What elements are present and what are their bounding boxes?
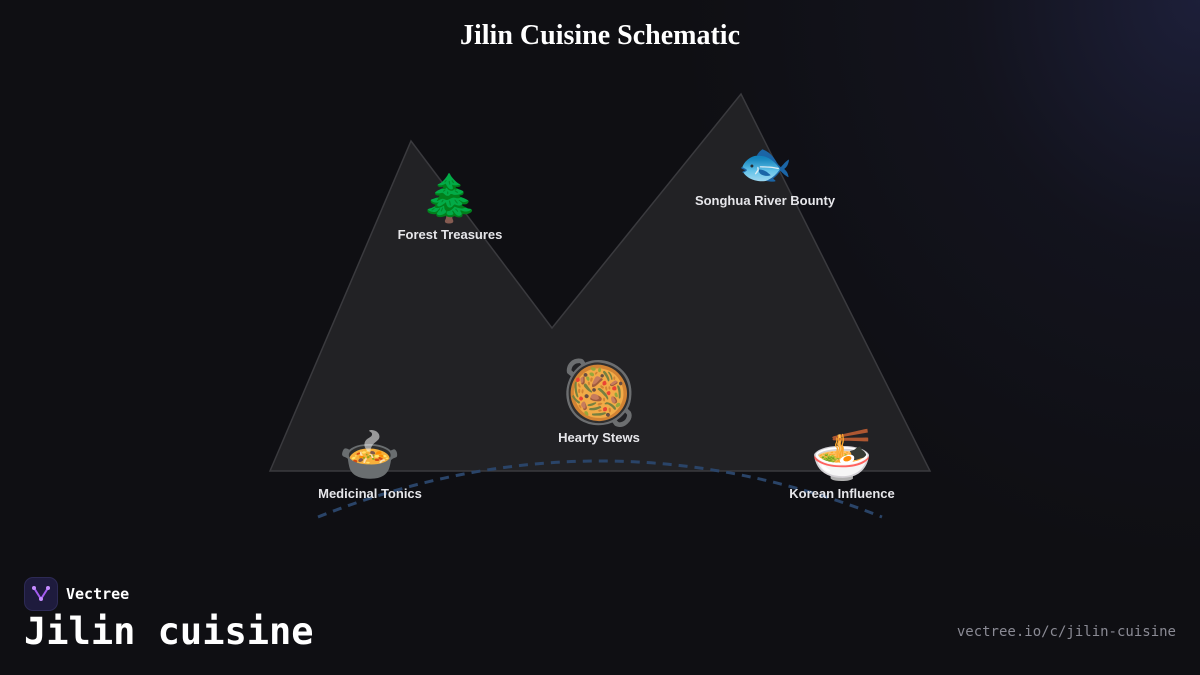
brand-name: Vectree — [66, 585, 130, 603]
paella-pan-icon: 🥘 — [560, 356, 638, 429]
pot-of-food-icon: 🍲 — [338, 426, 402, 484]
diagram-title: Jilin Cuisine Schematic — [459, 20, 740, 51]
node-label: Forest Treasures — [397, 227, 503, 242]
evergreen-tree-icon: 🌲 — [421, 171, 479, 225]
node-hearty-stews: 🥘 Hearty Stews — [479, 356, 719, 446]
brand: Vectree — [24, 577, 129, 611]
mountain-shape — [268, 92, 932, 472]
node-label: Medicinal Tonics — [318, 486, 422, 501]
node-label: Hearty Stews — [558, 430, 640, 445]
node-korean-influence: 🍜 Korean Influence — [722, 430, 962, 501]
connector-arc — [317, 459, 883, 519]
page-url: vectree.io/c/jilin-cuisine — [956, 624, 1176, 640]
node-songhua-river-bounty: 🐟 Songhua River Bounty — [645, 139, 885, 209]
node-label: Songhua River Bounty — [694, 193, 836, 208]
fish-icon: 🐟 — [737, 139, 793, 190]
node-forest-treasures: 🌲 Forest Treasures — [330, 175, 570, 242]
node-label: Korean Influence — [789, 486, 895, 501]
vectree-logo-icon — [24, 577, 58, 611]
page-heading: Jilin cuisine — [24, 610, 314, 653]
node-medicinal-tonics: 🍲 Medicinal Tonics — [250, 430, 490, 501]
noodle-bowl-icon: 🍜 — [810, 426, 874, 484]
